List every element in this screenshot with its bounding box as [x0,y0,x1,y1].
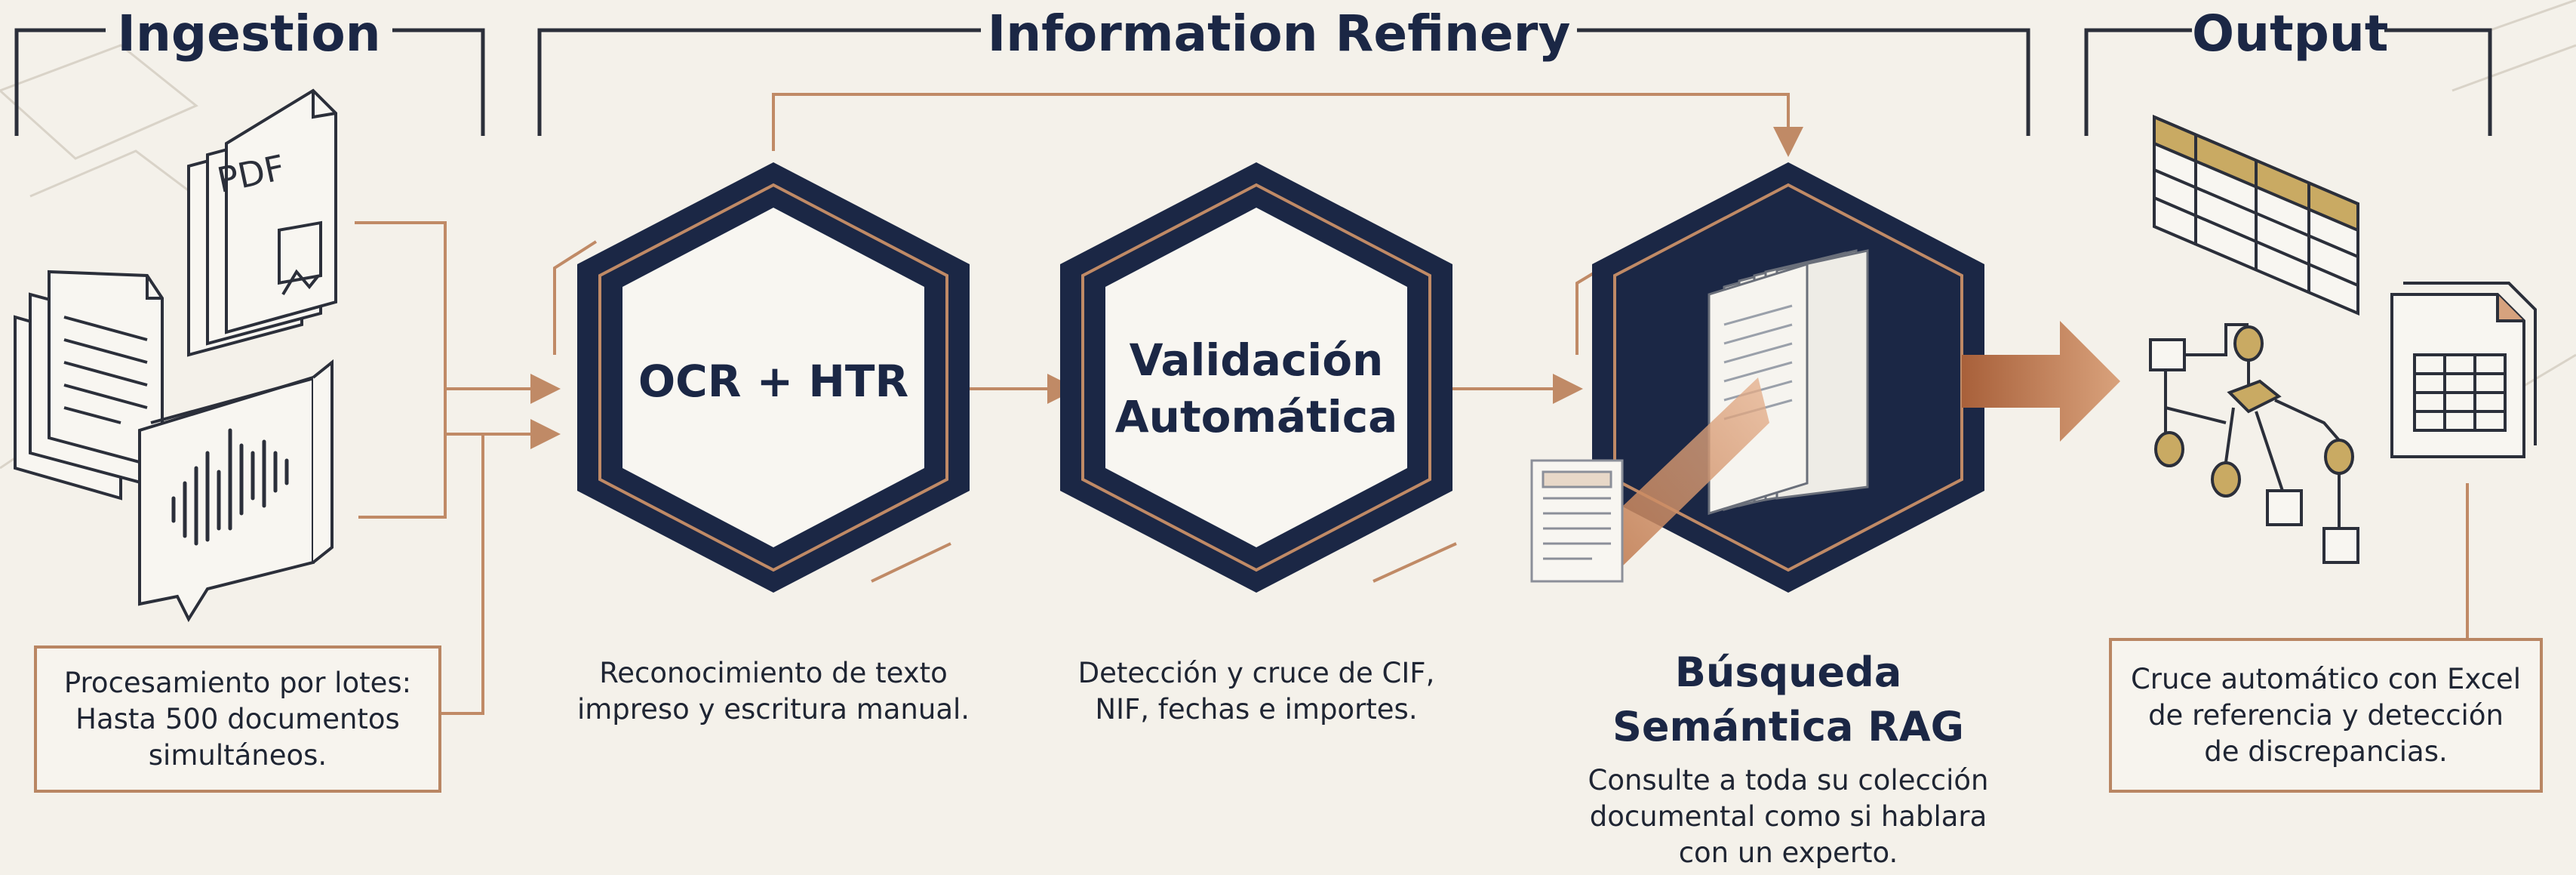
validation-caption: Detección y cruce de CIF, NIF, fechas e … [1077,657,1435,726]
output-result-box: Cruce automático con Excel de referencia… [2109,638,2543,793]
rag-title: Búsqueda Semántica RAG [1612,649,1964,750]
ocr-label: OCR + HTR [638,356,909,407]
spreadsheet-icon [2153,114,2359,316]
document-stack-icon [14,270,164,501]
rag-caption: Consulte a toda su colección documental … [1588,764,1989,869]
output-arrow [1962,321,2120,442]
section-brackets [14,28,2492,136]
validation-label: Validación Automática [1114,334,1398,442]
flowchart-icon [2149,323,2359,564]
excel-file-icon [2390,282,2537,458]
hexagon-validation [1060,162,1452,593]
pdf-document-icon [187,88,337,357]
section-title-output: Output [2192,5,2389,63]
hexagon-ocr [577,162,970,593]
batch-processing-box: Procesamiento por lotes: Hasta 500 docum… [34,645,441,793]
section-title-refinery: Information Refinery [987,5,1571,63]
form-document-icon [1530,459,1624,583]
document-search-icon [1607,249,1869,570]
audio-waveform-icon [138,359,334,623]
ocr-caption: Reconocimiento de texto impreso y escrit… [576,657,970,726]
section-title-ingestion: Ingestion [117,5,381,63]
